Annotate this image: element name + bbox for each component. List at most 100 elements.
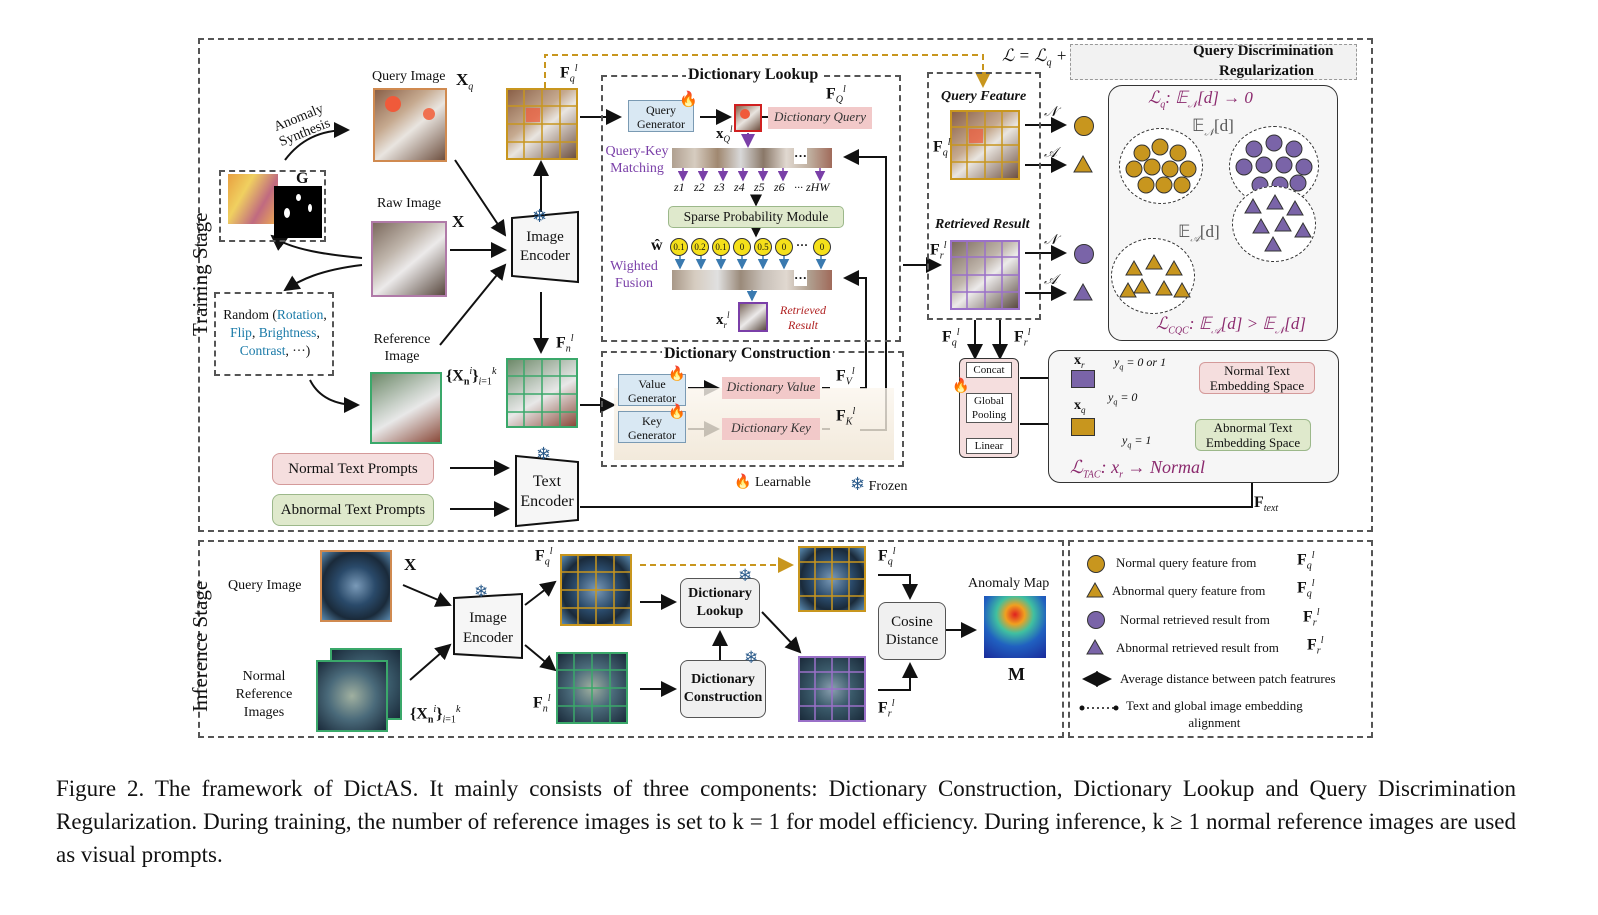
a-symbol-2: 𝒜 <box>1044 273 1058 288</box>
qdr-title-line2: Regularization <box>1219 63 1314 79</box>
anomaly-map-label: Anomaly Map <box>968 576 1050 591</box>
query-feature-title: Query Feature <box>941 89 1027 104</box>
inference-image-encoder <box>453 592 523 660</box>
fn-label: Fnl <box>556 333 574 355</box>
retrieved-result-label: Retrieved Result <box>780 303 826 332</box>
fk-label: FKl <box>836 406 856 428</box>
ftext-label: Ftext <box>1254 494 1279 515</box>
retrieved-result-grid <box>950 240 1020 310</box>
concat-box: Concat <box>966 362 1012 378</box>
xq-square <box>1071 418 1095 436</box>
fq-label: Fql <box>560 63 578 85</box>
abnormal-text-prompts: Abnormal Text Prompts <box>272 494 434 526</box>
legend-item-normal-retrieved: Normal retrieved result from <box>1120 612 1270 627</box>
legend-double-arrow-text: Average distance between patch featrures <box>1120 671 1336 686</box>
raw-image <box>371 221 447 297</box>
inference-reference-image <box>316 660 388 732</box>
mask-g <box>274 186 322 238</box>
fq-grid <box>506 88 578 160</box>
image-encoder <box>511 210 579 284</box>
raw-image-label: Raw Image <box>377 196 442 211</box>
inference-construction-snowflake-icon: ❄ <box>744 648 759 667</box>
dictionary-query-box: Dictionary Query <box>768 107 872 129</box>
m-symbol: M <box>1008 664 1025 684</box>
g-frame <box>219 170 326 242</box>
xr-panel-label: xr <box>1074 353 1085 370</box>
legend-purple-triangle-icon <box>1086 639 1104 655</box>
cosine-distance: Cosine Distance <box>878 602 946 660</box>
abnormal-retrieved-cluster <box>1232 186 1316 262</box>
text-encoder <box>515 454 579 528</box>
weight-circles: 0.1 0.2 0.1 0 0.5 0 ··· 0 <box>670 238 840 256</box>
inference-query-image-label: Query Image <box>228 578 302 593</box>
n-symbol-1: 𝒩 <box>1044 105 1058 120</box>
inference-image-encoder-label: Image Encoder <box>463 610 513 646</box>
image-encoder-snowflake-icon: ❄ <box>532 206 548 226</box>
inference-reference-set: {Xni}i=1k <box>410 704 461 726</box>
xq-panel-label: xq <box>1074 398 1086 415</box>
inference-stage-frame <box>198 540 1064 738</box>
figure-caption: Figure 2. The framework of DictAS. It ma… <box>56 776 1516 867</box>
inference-retrieved-grid <box>798 656 866 722</box>
query-key-matching-label: Query-Key Matching <box>605 144 669 176</box>
random-augmentation-box <box>214 292 334 376</box>
query-image-label: Query Image <box>372 69 446 84</box>
value-generator-flame-icon: 🔥 <box>668 367 686 382</box>
fq-qf-label: Fql <box>933 137 951 159</box>
abnormal-query-triangle-icon <box>1073 155 1093 173</box>
dictionary-lookup-title: Dictionary Lookup <box>686 66 821 84</box>
value-generator: Value Generator <box>618 374 686 406</box>
frozen-legend: ❄ Frozen <box>850 474 908 494</box>
legend-fq-2: Fql <box>1297 578 1315 600</box>
training-stage-frame <box>198 38 1373 532</box>
n-symbol-2: 𝒩 <box>1044 233 1058 248</box>
normal-text-embedding-space: Normal Text Embedding Space <box>1199 362 1315 394</box>
query-image <box>373 88 447 162</box>
dictionary-value-box: Dictionary Value <box>722 377 820 399</box>
key-generator: Key Generator <box>618 411 686 443</box>
reference-set-label: {Xni}i=1k <box>446 366 497 388</box>
legend-fq-1: Fql <box>1297 550 1315 572</box>
xr-square <box>1071 370 1095 388</box>
dictionary-key-box: Dictionary Key <box>722 418 820 440</box>
normal-text-prompts: Normal Text Prompts <box>272 453 434 485</box>
query-feature-grid <box>950 110 1020 180</box>
xr-label: xrl <box>716 310 730 330</box>
abnormal-retrieved-triangle-icon <box>1073 283 1093 301</box>
normal-query-cluster <box>1119 128 1203 204</box>
a-symbol-1: 𝒜 <box>1044 146 1058 161</box>
linear-box: Linear <box>966 438 1012 454</box>
legend-fr-1: Frl <box>1303 607 1320 629</box>
query-image-symbol: Xq <box>456 70 474 93</box>
inference-fr-label: Frl <box>878 698 895 720</box>
en-d-label: 𝔼𝒩[d] <box>1192 116 1234 139</box>
value-patch-strip <box>672 270 832 290</box>
qdr-title-box <box>1070 44 1357 80</box>
key-patch-strip <box>672 148 832 168</box>
retrieved-patch <box>738 302 768 332</box>
image-encoder-label: Image Encoder <box>520 229 570 264</box>
global-pooling-box: Global Pooling <box>966 393 1012 423</box>
inference-encoder-snowflake-icon: ❄ <box>474 582 489 601</box>
inference-dictionary-lookup: Dictionary Lookup <box>680 578 760 628</box>
linear-flame-icon: 🔥 <box>952 379 970 394</box>
anomaly-map <box>984 596 1046 658</box>
yq-1-label: yq = 1 <box>1122 433 1152 450</box>
inference-fq-label: Fql <box>535 546 553 568</box>
fr-bottom-label: Frl <box>1014 327 1031 349</box>
flame-icon: 🔥 <box>734 475 752 490</box>
g-label: G <box>296 170 309 187</box>
ltac-formula: ℒTAC: xr → Normal <box>1070 457 1205 481</box>
ea-d-label: 𝔼𝒜[d] <box>1178 222 1220 245</box>
fr-label: Frl <box>930 240 947 262</box>
sparse-probability-module: Sparse Probability Module <box>668 206 844 228</box>
retrieved-result-title: Retrieved Result <box>935 217 1030 232</box>
snowflake-icon: ❄ <box>850 474 866 494</box>
lq-formula: ℒq: 𝔼𝒩[d] → 0 <box>1148 88 1253 111</box>
abnormal-query-cluster <box>1111 238 1195 314</box>
w-hat-label: ŵ <box>651 237 663 254</box>
yq-0-or-1-label: yq = 0 or 1 <box>1114 355 1167 372</box>
lcqc-formula: ℒCQC: 𝔼𝒜[d] > 𝔼𝒩[d] <box>1156 314 1307 337</box>
legend-fr-2: Frl <box>1307 635 1324 657</box>
